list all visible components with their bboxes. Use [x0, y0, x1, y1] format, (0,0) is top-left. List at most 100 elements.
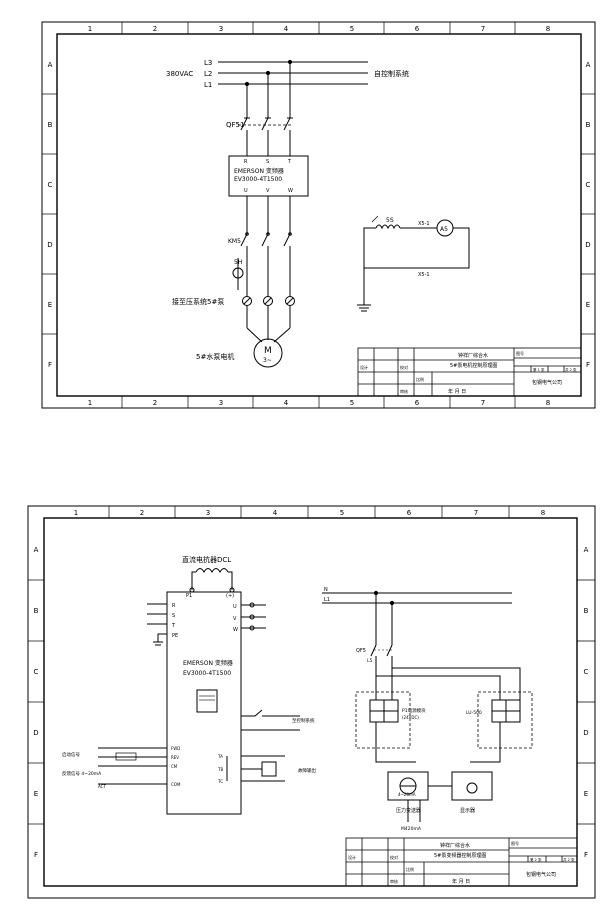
s1-row-e-r: E — [586, 301, 590, 309]
sheet-1 — [41, 21, 596, 409]
meter-label: 显示器 — [460, 808, 475, 814]
s1-row-e: E — [48, 301, 52, 309]
tb2-line1: 钟祥厂综合水 — [440, 842, 470, 849]
bottom-code: M420mA — [401, 826, 422, 832]
dc-reactor — [191, 568, 233, 590]
sig1-label: 启动信号 — [62, 751, 80, 758]
s1-col-3: 3 — [219, 25, 223, 33]
s2-col-7: 7 — [474, 509, 478, 517]
tb1-scale: 比例 — [416, 376, 424, 382]
s1-colb-5: 5 — [350, 399, 354, 407]
inverter-1-name: EMERSON 变频器 — [234, 167, 284, 175]
phase-l3-label: L3 — [204, 59, 212, 67]
tb1-company: 包钢电气公司 — [532, 379, 562, 386]
s2-row-b-r: B — [584, 607, 589, 615]
indicator-label: 5H — [234, 259, 242, 266]
s1-colb-4: 4 — [284, 399, 289, 407]
inverter-2-model: EV3000-4T1500 — [183, 670, 231, 677]
sheet-1-inner-frame — [56, 33, 582, 397]
input-s: S — [172, 613, 175, 619]
sig2-label: 反馈信号 4~20mA — [62, 770, 102, 777]
voltage-label: 380VAC — [166, 70, 193, 78]
sheet-2-outer-frame — [27, 505, 596, 899]
ctrl-node-b: X5-1 — [418, 272, 430, 278]
tb1-line2: 5#泵电机控制原理图 — [450, 362, 497, 369]
s2-col-6: 6 — [407, 509, 412, 517]
breaker-label: QF51 — [226, 121, 244, 129]
s1-colb-3: 3 — [219, 399, 223, 407]
s2-row-a: A — [34, 546, 39, 554]
port-fwd: FWD — [171, 746, 180, 751]
sig1-sub: ACT — [98, 784, 106, 789]
ctrl-coil-label: 5S — [386, 217, 394, 224]
s1-col-6: 6 — [415, 25, 420, 33]
module-a-label: P1电源模块 — [402, 707, 426, 714]
s2-row-f: F — [34, 851, 38, 859]
s2-row-f-r: F — [584, 851, 588, 859]
fuse-sub: L5 — [367, 658, 373, 664]
s2-row-d: D — [33, 729, 38, 737]
s2-col-1: 1 — [74, 509, 78, 517]
s1-colb-2: 2 — [153, 399, 157, 407]
from-control-label: 自控制系统 — [374, 69, 409, 78]
s1-row-a: A — [48, 61, 53, 69]
term-t: T — [287, 159, 292, 165]
tb1-approve: 审核 — [400, 388, 408, 394]
tb2-total: 共 2 张 — [563, 857, 575, 862]
port-cm: CM — [171, 764, 178, 769]
s2-row-c: C — [34, 668, 39, 676]
tb1-design: 设计 — [360, 364, 368, 370]
s2-col-3: 3 — [206, 509, 210, 517]
tb1-line1: 钟祥厂综合水 — [458, 352, 488, 359]
motor-symbol-sub: 3~ — [263, 357, 272, 364]
s1-col-4: 4 — [284, 25, 289, 33]
fault-label: 故障输出 — [298, 767, 316, 774]
inverter-box-2 — [166, 591, 242, 815]
s2-row-d-r: D — [583, 729, 588, 737]
s2-row-b: B — [34, 607, 39, 615]
tb2-check: 校对 — [390, 854, 398, 860]
port-rev: REV — [171, 755, 179, 760]
tb2-design: 设计 — [348, 854, 356, 860]
plus-label: (+) — [226, 593, 234, 599]
output-w: W — [233, 627, 238, 633]
module-b-label: LU-500 — [466, 710, 482, 716]
s2-col-8: 8 — [541, 509, 545, 517]
s2-row-e: E — [34, 790, 38, 798]
phase-l1-label: L1 — [204, 81, 212, 89]
right-l1-label: L1 — [324, 597, 330, 603]
s1-row-b: B — [48, 121, 53, 129]
tb1-total: 共 2 张 — [565, 367, 577, 372]
term-s: S — [266, 159, 269, 165]
title-block-2 — [345, 837, 578, 887]
s1-row-a-r: A — [586, 61, 591, 69]
output-v: V — [233, 616, 237, 622]
input-t: T — [171, 623, 176, 629]
motor-symbol-m: M — [264, 346, 272, 356]
sensor-range: 4~20mA — [398, 792, 416, 797]
term-v: V — [266, 188, 270, 194]
ctrl-lamp: A5 — [440, 226, 448, 233]
right-n-label: N — [324, 587, 328, 593]
port-tb: TB — [217, 767, 223, 772]
title-block-1 — [357, 347, 582, 397]
s1-col-1: 1 — [88, 25, 92, 33]
ctrl-label: 至控制系统 — [292, 717, 315, 724]
reactor-label: 直流电抗器DCL — [182, 555, 231, 564]
s2-row-c-r: C — [584, 668, 589, 676]
s1-col-7: 7 — [481, 25, 485, 33]
tb2-sheet: 第 2 张 — [530, 857, 542, 862]
tb1-check: 校对 — [400, 364, 408, 370]
s2-row-e-r: E — [584, 790, 588, 798]
terminal-dest-label: 接至压系统5#泵 — [172, 297, 224, 306]
inverter-2-name: EMERSON 变频器 — [183, 659, 233, 667]
s1-colb-7: 7 — [481, 399, 485, 407]
p1-label: P1 — [186, 593, 192, 599]
control-loop — [357, 215, 470, 312]
indicator-5h — [232, 267, 244, 279]
display-meter — [451, 771, 493, 801]
input-r: R — [172, 603, 176, 609]
s1-row-f-r: F — [586, 361, 590, 369]
s1-colb-6: 6 — [415, 399, 420, 407]
inverter-display — [196, 689, 218, 713]
